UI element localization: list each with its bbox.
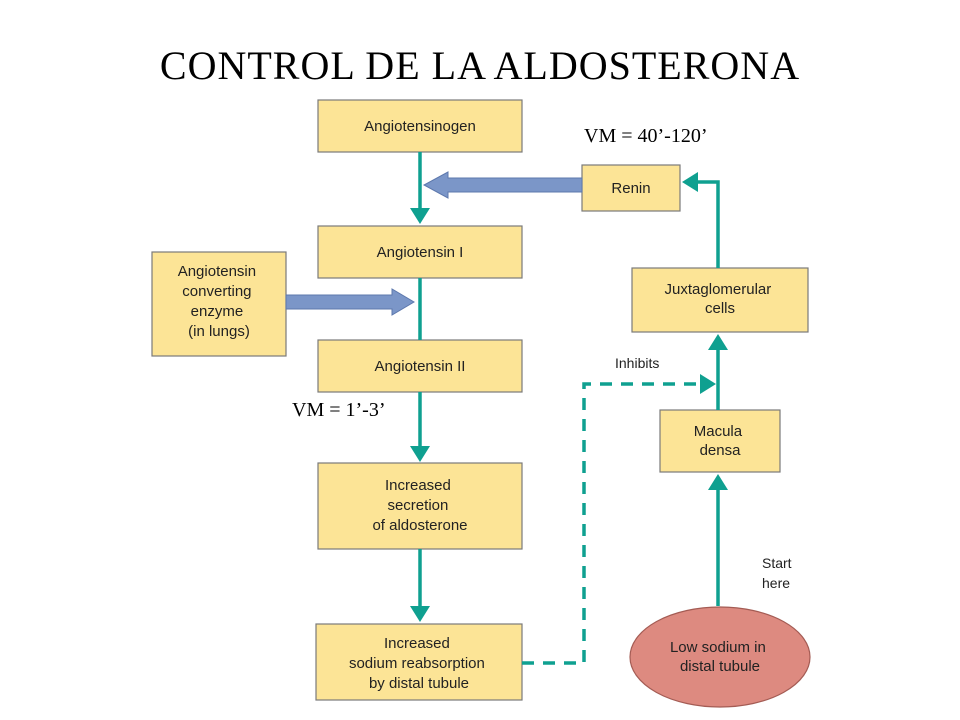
oval-low-sodium: Low sodium in distal tubule [629,606,811,708]
oval-low-sodium-label: Low sodium in distal tubule [670,639,770,675]
box-ace-label: Angiotensin converting enzyme (in lungs) [178,263,261,340]
box-angiotensin-1: Angiotensin I [317,225,523,279]
arrow-juxta-to-renin [682,172,720,268]
box-angiotensinogen: Angiotensinogen [317,99,523,153]
box-increased-reabsorption-label: Increased sodium reabsorption by distal … [349,635,489,692]
box-angiotensin-2-label: Angiotensin II [375,358,466,375]
box-increased-secretion: Increased secretion of aldosterone [317,462,523,550]
box-increased-reabsorption: Increased sodium reabsorption by distal … [315,623,523,701]
arrow-ang2-to-secretion [410,392,430,462]
box-renin-label: Renin [611,180,650,197]
arrow-macula-to-juxta [708,334,728,410]
arrow-ace-action [285,288,415,316]
label-vm-renin: VM = 40’-120’ [584,125,708,147]
box-angiotensin-2: Angiotensin II [317,339,523,393]
box-angiotensinogen-label: Angiotensinogen [364,118,476,135]
box-macula-densa: Macula densa [659,409,781,473]
box-juxtaglomerular: Juxtaglomerular cells [631,267,809,333]
arrow-low-sodium-to-macula [708,474,728,606]
box-macula-densa-label: Macula densa [694,423,747,459]
arrow-secretion-to-reabsorption [410,549,430,622]
arrow-inhibits-feedback [522,374,716,665]
arrow-angiotensinogen-to-ang1 [410,152,430,224]
box-juxtaglomerular-label: Juxtaglomerular cells [665,281,776,317]
box-increased-secretion-label: Increased secretion of aldosterone [372,477,467,534]
page-title: CONTROL DE LA ALDOSTERONA [159,43,801,88]
label-start-here: Start here [762,555,795,591]
box-ace: Angiotensin converting enzyme (in lungs) [151,251,287,357]
box-renin: Renin [581,164,681,212]
label-vm-ang2: VM = 1’-3’ [292,399,386,421]
arrow-renin-action [422,171,583,199]
label-inhibits: Inhibits [615,355,659,371]
box-angiotensin-1-label: Angiotensin I [377,244,464,261]
